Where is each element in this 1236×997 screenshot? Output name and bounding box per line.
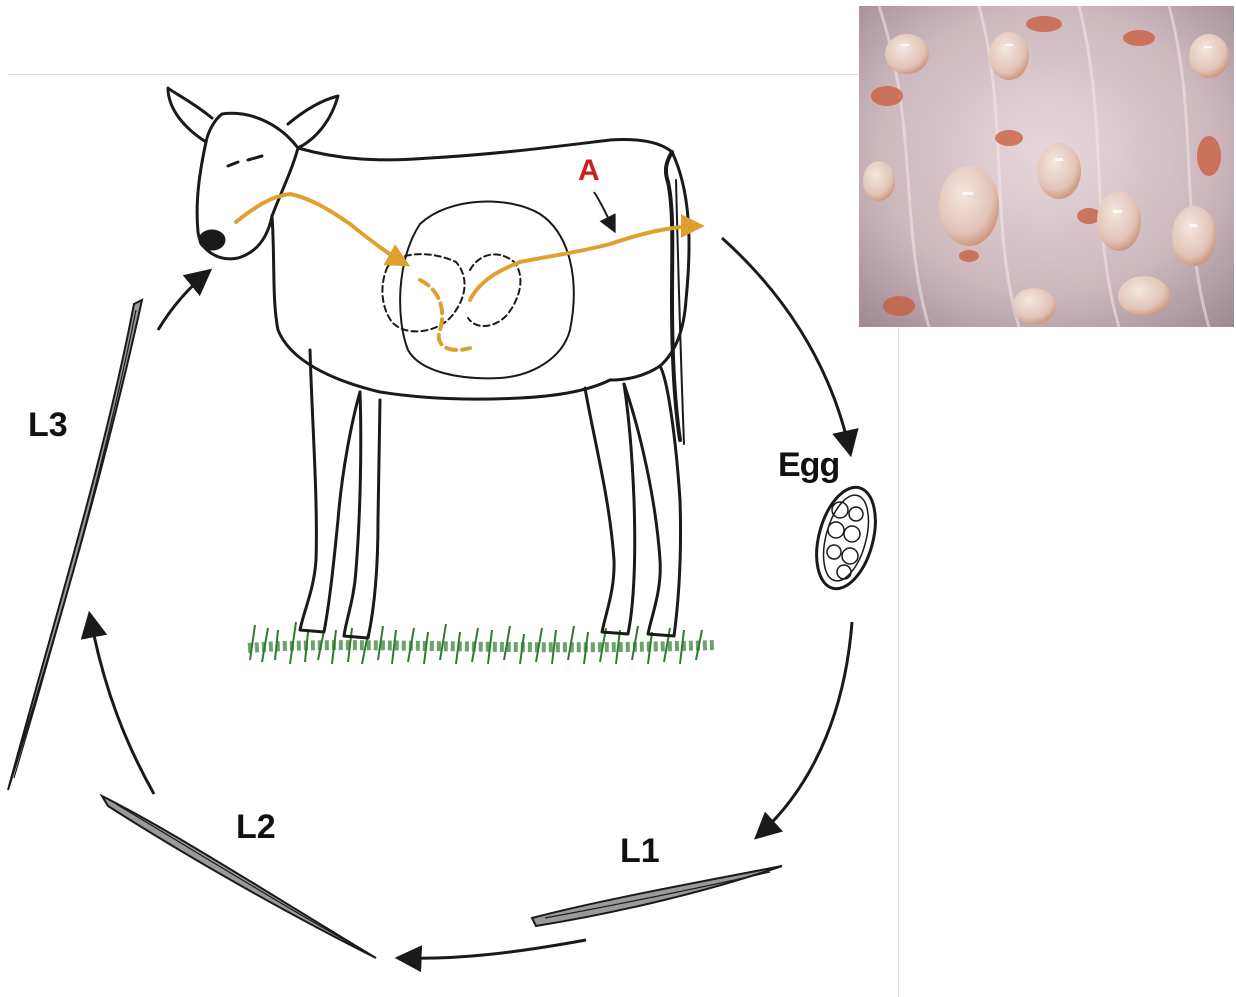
marker-label: A bbox=[578, 156, 600, 186]
larva-l1 bbox=[532, 866, 782, 926]
tissue-photo bbox=[859, 6, 1234, 327]
migration-path bbox=[236, 194, 700, 350]
stage-label-l1: L1 bbox=[620, 834, 660, 868]
stage-label-l3: L3 bbox=[28, 408, 68, 442]
egg-illustration bbox=[806, 481, 885, 595]
marker-a-pointer bbox=[594, 192, 614, 230]
stage-label-egg: Egg bbox=[778, 448, 839, 482]
stage-label-l2: L2 bbox=[236, 810, 276, 844]
cycle-arrows bbox=[90, 238, 852, 958]
tissue-photo-art bbox=[859, 6, 1234, 327]
grass bbox=[248, 622, 715, 664]
calf bbox=[168, 88, 689, 638]
larva-l3 bbox=[8, 300, 142, 790]
